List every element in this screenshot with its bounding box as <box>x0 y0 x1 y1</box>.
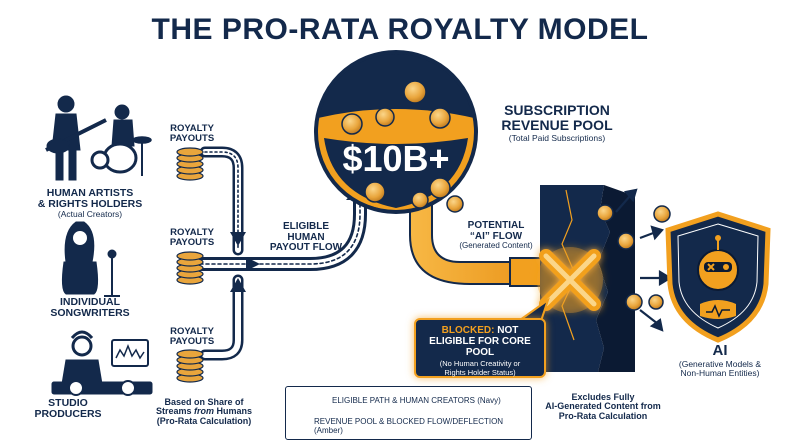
source-label-producers: STUDIO PRODUCERS <box>0 397 138 421</box>
exclusion-note-line1: Excludes Fully <box>571 392 635 402</box>
source-name-line2: PRODUCERS <box>34 408 102 421</box>
source-name-line2: SONGWRITERS <box>50 307 130 320</box>
blocked-detail-line2: Rights Holder Status) <box>444 367 516 377</box>
coin-icon <box>617 232 635 250</box>
share-note: Based on Share of Streams from Humans (P… <box>148 397 260 426</box>
blocked-x-icon <box>537 247 603 313</box>
exclusion-note-line3: Pro-Rata Calculation <box>558 410 648 421</box>
payout-label-2: ROYALTY PAYOUTS <box>158 228 226 248</box>
share-note-em: from <box>194 406 214 417</box>
ai-label: AI (Generative Models & Non-Human Entiti… <box>660 343 780 378</box>
exclusion-note: Excludes Fully AI-Generated Content from… <box>536 392 670 421</box>
pool-heading-line1: SUBSCRIPTION <box>504 102 610 118</box>
coin-icon <box>446 195 464 213</box>
blocked-detail-line1: (No Human Creativity or <box>439 359 521 368</box>
blocked-title-rest: NOT <box>494 325 519 336</box>
share-note-post: Humans <box>214 406 253 417</box>
coin-icon <box>429 177 451 199</box>
share-note-pre: Streams <box>155 406 194 417</box>
ai-flow-path <box>409 189 549 285</box>
coin-stack-3 <box>176 349 204 383</box>
ai-detail-line1: (Generative Models & <box>678 358 762 369</box>
payout-line1: ROYALTY <box>170 123 214 134</box>
legend: ELIGIBLE PATH & HUMAN CREATORS (Navy) RE… <box>285 386 532 440</box>
revenue-pool <box>314 50 478 214</box>
payout-label-3: ROYALTY PAYOUTS <box>158 327 226 347</box>
ai-flow-line2: “AI” FLOW <box>469 230 523 242</box>
payout-line2: PAYOUTS <box>169 236 215 248</box>
coin-stack-2 <box>176 251 204 285</box>
deflection-arrows <box>615 188 673 332</box>
coin-icon <box>653 205 671 223</box>
producer-icon <box>51 330 153 396</box>
blocked-callout: BLOCKED: NOT ELIGIBLE FOR CORE POOL (No … <box>414 318 546 378</box>
blocked-title-line2: ELIGIBLE FOR CORE POOL <box>429 336 531 358</box>
deflected-coins <box>596 204 671 311</box>
coin-icon <box>411 191 429 209</box>
coin-icon <box>341 113 363 135</box>
ai-flow-line3: (Generated Content) <box>459 241 533 250</box>
source-label-artists: HUMAN ARTISTS & RIGHTS HOLDERS (Actual C… <box>20 187 160 220</box>
human-flow-label: ELIGIBLE HUMAN PAYOUT FLOW <box>256 221 356 254</box>
payout-line1: ROYALTY <box>170 326 214 337</box>
human-flow-line3: PAYOUT FLOW <box>269 242 343 253</box>
share-note-line1: Based on Share of <box>164 397 244 407</box>
coin-icon <box>364 181 386 203</box>
band-icon <box>45 95 152 181</box>
exclusion-note-line2: AI-Generated Content from <box>545 401 661 412</box>
payout-label-1: ROYALTY PAYOUTS <box>158 124 226 144</box>
blocked-prefix: BLOCKED: <box>441 325 495 336</box>
page-title: THE PRO-RATA ROYALTY MODEL <box>151 13 649 46</box>
source-label-songwriters: INDIVIDUAL SONGWRITERS <box>20 296 160 320</box>
legend-item-amber: REVENUE POOL & BLOCKED FLOW/DEFLECTION (… <box>314 417 504 435</box>
coin-icon <box>625 293 643 311</box>
ai-name: AI <box>712 342 728 359</box>
coin-icon <box>375 107 395 127</box>
human-payout-flow <box>193 146 367 361</box>
source-name-line1: HUMAN ARTISTS <box>46 187 134 199</box>
pool-subheading: (Total Paid Subscriptions) <box>508 133 606 144</box>
share-note-line3: (Pro-Rata Calculation) <box>156 415 252 426</box>
coin-stack-1 <box>176 147 204 181</box>
source-detail: (Actual Creators) <box>57 209 123 220</box>
share-note-line2: Streams from Humans <box>148 407 260 416</box>
ai-detail-line2: Non-Human Entities) <box>680 367 760 378</box>
robot-shield-icon <box>665 211 771 343</box>
singer-icon <box>61 221 120 297</box>
pool-heading-line2: REVENUE POOL <box>501 116 613 133</box>
pool-heading: SUBSCRIPTION REVENUE POOL (Total Paid Su… <box>487 103 627 143</box>
coin-stacks <box>176 147 204 383</box>
human-flow-line2: HUMAN <box>287 231 325 243</box>
source-name-line1: INDIVIDUAL <box>59 296 121 308</box>
coin-icon <box>648 294 664 310</box>
source-name-line2: & RIGHTS HOLDERS <box>37 198 143 211</box>
coin-icon <box>429 107 451 129</box>
pool-amount: $10B+ <box>342 138 450 179</box>
ai-flow-label: POTENTIAL “AI” FLOW (Generated Content) <box>446 220 546 250</box>
payout-line2: PAYOUTS <box>169 335 215 347</box>
pool-coins <box>341 80 464 213</box>
legend-item-navy: ELIGIBLE PATH & HUMAN CREATORS (Navy) <box>332 396 501 405</box>
payout-line1: ROYALTY <box>170 227 214 238</box>
human-flow-line1: ELIGIBLE <box>282 221 330 232</box>
source-name-line1: STUDIO <box>48 397 88 409</box>
payout-line2: PAYOUTS <box>169 132 215 144</box>
coin-icon <box>596 204 614 222</box>
ai-flow-line1: POTENTIAL <box>467 220 525 231</box>
coin-icon <box>403 80 427 104</box>
blocked-title: BLOCKED: NOT <box>416 325 544 336</box>
